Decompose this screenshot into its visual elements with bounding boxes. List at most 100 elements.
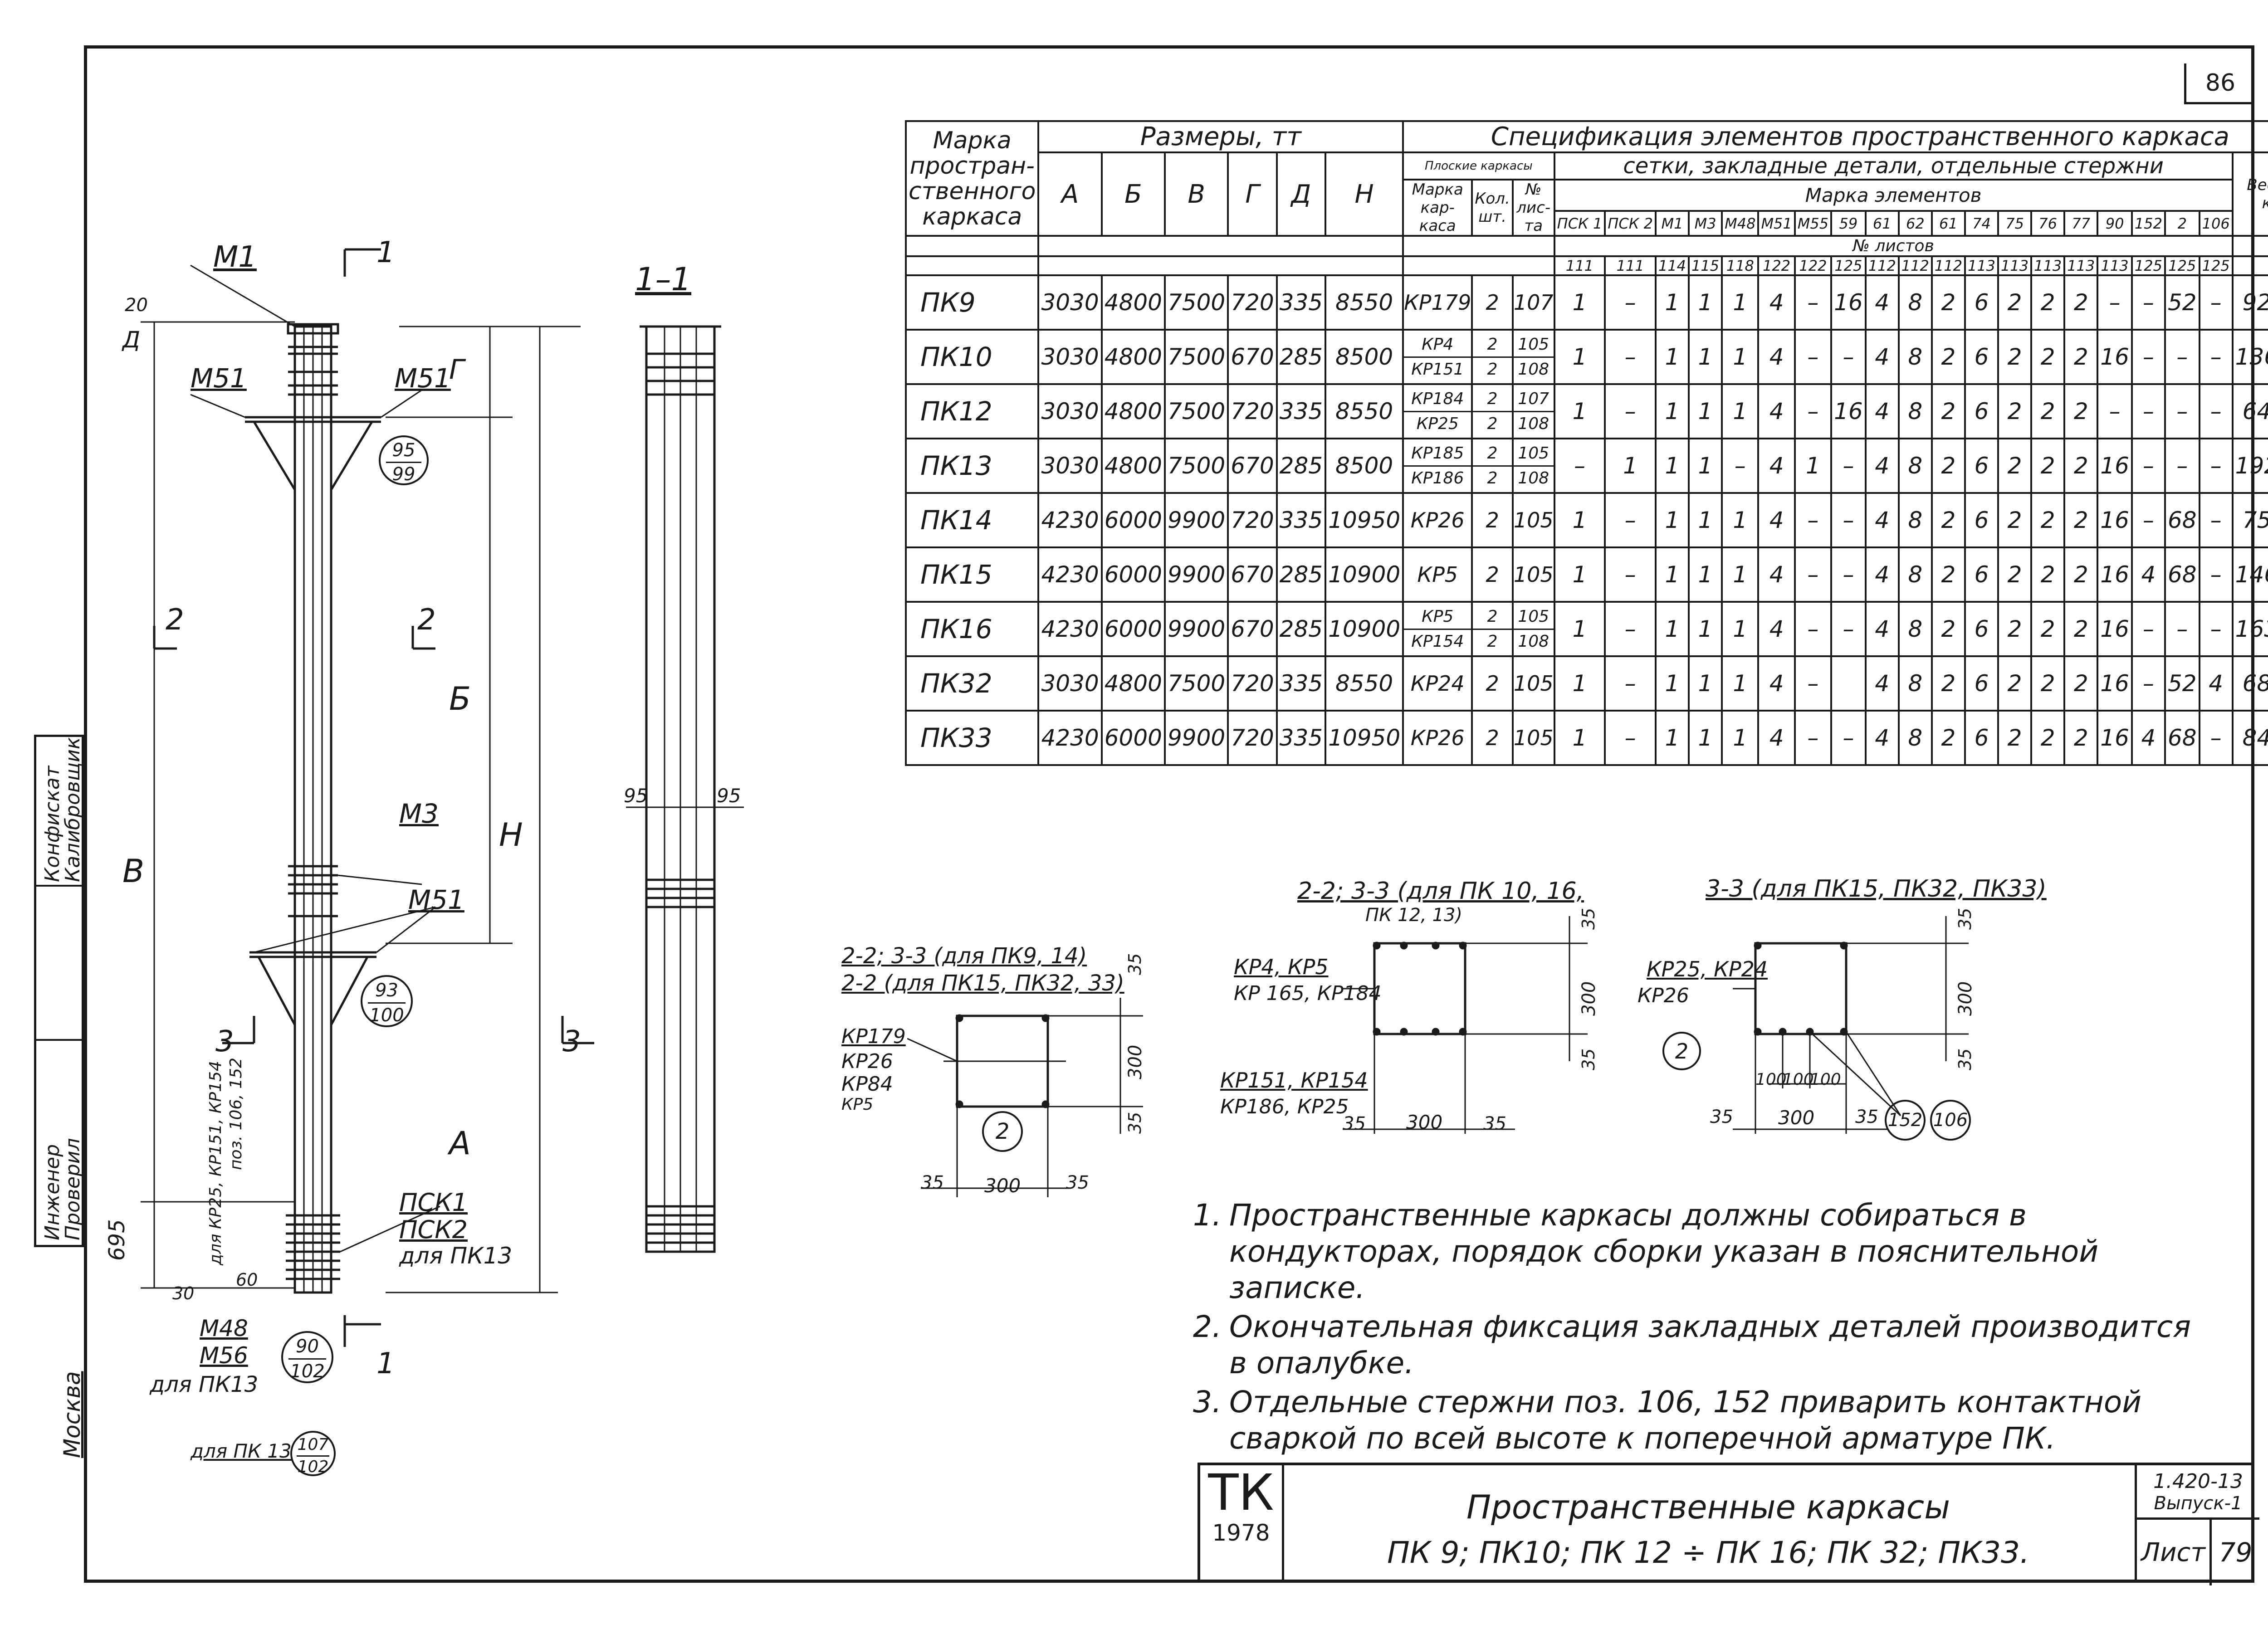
table-cell: 335 (1276, 655, 1327, 712)
table-cell: – (1830, 329, 1867, 385)
section-a-drawing (907, 998, 1143, 1197)
section-mark-2: 2 (166, 603, 184, 637)
table-cell: 2 (1931, 329, 1966, 385)
dim-20: 20 (125, 295, 148, 316)
table-cell: ПК32 (904, 655, 1040, 712)
tk-cell: ТК 1978 (1200, 1465, 1284, 1583)
table-cell: 16 (2097, 601, 2133, 657)
section-a-title-2: 2-2 (для ПК15, ПК32, 33) (841, 971, 1124, 996)
table-cell: 4 (1864, 710, 1900, 766)
table-cell-split: КР26 (1402, 710, 1473, 766)
table-cell: 285 (1276, 329, 1327, 385)
table-cell: 52 (2164, 655, 2200, 712)
flat-col: Кол. шт. (1471, 179, 1514, 237)
table-cell: 335 (1276, 383, 1327, 439)
table-cell: 4800 (1100, 655, 1166, 712)
note-number: 2. (1193, 1309, 1222, 1344)
table-cell: – (1794, 655, 1833, 712)
table-cell-split: 2 (1471, 546, 1514, 603)
split-value: КР151 (1411, 360, 1464, 379)
table-cell: 2 (2063, 546, 2099, 603)
table-cell: – (1794, 710, 1833, 766)
table-cell: 3030 (1037, 438, 1103, 494)
section-mark-1: 1 (376, 1347, 395, 1380)
dim-35: 35 (1579, 1048, 1598, 1070)
elem-sheet-cell: 111 (1553, 255, 1606, 276)
spacer-cell (1402, 255, 1555, 276)
elem-mark-cell: 61 (1931, 210, 1966, 237)
table-cell: 4 (1864, 438, 1900, 494)
table-cell: 16 (2097, 329, 2133, 385)
table-cell: 8 (1897, 329, 1933, 385)
table-cell: 1 (1794, 438, 1833, 494)
table-cell: 1 (1721, 710, 1760, 766)
table-cell: 6 (1964, 655, 1999, 712)
table-cell-split: 105 (1511, 710, 1555, 766)
elem-sheet-cell: 113 (1997, 255, 2033, 276)
table-cell: 670 (1227, 438, 1278, 494)
table-cell: 720 (1227, 710, 1278, 766)
table-cell: 1 (1553, 329, 1606, 385)
kp-label: КР151, КР154 (1220, 1068, 1368, 1093)
split-value: 2 (1487, 414, 1498, 433)
table-cell: 4 (1757, 655, 1796, 712)
table-cell: ПК33 (904, 710, 1040, 766)
table-cell: 2 (1997, 546, 2033, 603)
table-cell: 10900 (1325, 601, 1404, 657)
table-cell: – (2198, 438, 2234, 494)
dim-a: А (449, 1125, 471, 1162)
table-cell: 2 (2030, 438, 2066, 494)
elem-sheet-cell: 122 (1794, 255, 1833, 276)
table-cell: 1 (1553, 655, 1606, 712)
table-cell: 1 (1721, 655, 1760, 712)
table-cell: ПК13 (904, 438, 1040, 494)
dim-35: 35 (1710, 1107, 1733, 1127)
table-cell: – (2131, 274, 2166, 331)
table-cell: 8 (1897, 546, 1933, 603)
dim-300: 300 (1778, 1107, 1815, 1129)
kp-label: КР26 (1637, 984, 1689, 1007)
table-cell: 3030 (1037, 383, 1103, 439)
dim-b: Б (449, 680, 471, 717)
sheet-corner-number: 86 (2184, 63, 2254, 104)
table-cell: 1 (1553, 492, 1606, 548)
table-cell: 8 (1897, 383, 1933, 439)
table-cell: 8500 (1325, 329, 1404, 385)
table-cell: – (1553, 438, 1606, 494)
table-cell: 4 (1757, 383, 1796, 439)
split-value: КР185 (1404, 442, 1471, 467)
split-value: КР24 (1410, 671, 1465, 696)
dim-100: 100 (1783, 1070, 1814, 1089)
split-value: 2 (1486, 290, 1499, 315)
city-label: Москва (59, 1371, 85, 1458)
table-cell: 4 (1864, 274, 1900, 331)
dim-v: В (122, 853, 145, 890)
dim-30: 30 (172, 1283, 195, 1303)
notes-block: 1.Пространственные каркасы должны собира… (1193, 1197, 2214, 1459)
table-cell: 2 (1997, 492, 2033, 548)
table-cell: 1467,1 (2231, 546, 2268, 603)
split-value: КР25 (1416, 414, 1459, 433)
table-cell: 2 (1997, 601, 2033, 657)
table-cell: 4 (1757, 546, 1796, 603)
role-label: Конфискат (41, 766, 64, 882)
dim-35: 35 (1066, 1172, 1089, 1193)
section-mark-3: 3 (562, 1025, 581, 1058)
kp-label: КР 165, КР184 (1234, 982, 1382, 1005)
table-cell: 1 (1688, 546, 1723, 603)
dim-35: 35 (1125, 953, 1145, 975)
table-cell-split: 2 (1471, 655, 1514, 712)
table-cell: 1 (1654, 383, 1690, 439)
table-cell: 2 (2030, 329, 2066, 385)
elem-sheet-cell: 112 (1864, 255, 1900, 276)
column-elevation-drawing (141, 248, 594, 1347)
table-cell: – (2198, 710, 2234, 766)
signature-cell (36, 887, 82, 1041)
elem-sheet-cell: 112 (1897, 255, 1933, 276)
